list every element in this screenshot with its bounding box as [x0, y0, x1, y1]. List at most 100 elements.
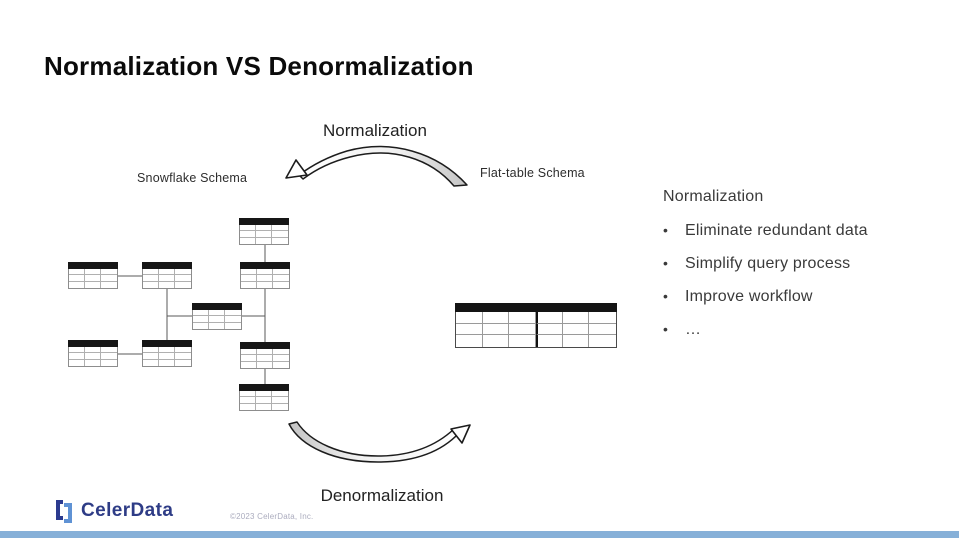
table-cell	[509, 312, 536, 324]
benefit-item: •Improve workflow	[663, 288, 943, 306]
table-header-bar	[455, 303, 617, 312]
table-cell	[101, 269, 117, 276]
table-cell	[69, 347, 85, 354]
table-cell	[143, 347, 159, 354]
table-cell	[159, 353, 175, 360]
table-cell	[256, 391, 272, 398]
table-cell	[159, 281, 175, 288]
bullet-glyph: •	[663, 288, 669, 304]
table-cell	[272, 238, 288, 244]
table-body	[239, 391, 289, 411]
table-cell	[273, 355, 289, 362]
table-cell	[143, 269, 159, 276]
schema-table	[142, 340, 192, 367]
table-cell	[85, 275, 101, 282]
schema-table	[68, 262, 118, 289]
table-cell	[482, 323, 510, 336]
table-body	[142, 347, 192, 367]
table-cell	[101, 347, 117, 354]
accent-bottom-bar	[0, 531, 959, 538]
table-cell	[272, 225, 288, 232]
bullet-glyph: •	[663, 222, 669, 238]
table-header-bar	[142, 262, 192, 269]
table-cell	[159, 269, 175, 276]
benefit-item-label: Eliminate redundant data	[685, 222, 868, 239]
schema-table	[239, 218, 289, 245]
table-cell	[69, 281, 85, 288]
flat-table-schema-label: Flat-table Schema	[480, 166, 585, 180]
benefit-item: •…	[663, 321, 943, 339]
table-cell	[256, 397, 272, 404]
table-header-bar	[240, 342, 290, 349]
table-cell	[241, 349, 257, 356]
table-header-bar	[239, 384, 289, 391]
table-cell	[175, 282, 191, 288]
table-cell	[272, 231, 288, 238]
table-cell	[175, 347, 191, 354]
table-body	[192, 310, 242, 330]
table-cell	[175, 360, 191, 366]
table-cell	[101, 360, 117, 366]
table-cell	[256, 403, 272, 410]
table-header-bar	[239, 218, 289, 225]
table-cell	[225, 316, 241, 323]
celerdata-logo-text: CelerData	[81, 499, 174, 521]
table-cell	[483, 335, 510, 347]
table-body	[68, 347, 118, 367]
table-cell	[159, 275, 175, 282]
table-cell	[69, 359, 85, 366]
table-cell	[143, 359, 159, 366]
schema-table	[239, 384, 289, 411]
table-cell	[535, 312, 563, 324]
table-cell	[562, 312, 590, 324]
table-cell	[257, 355, 273, 362]
table-cell	[175, 275, 191, 282]
table-body	[240, 349, 290, 369]
table-cell	[101, 353, 117, 360]
table-cell	[589, 324, 616, 336]
table-cell	[85, 347, 101, 354]
table-cell	[456, 323, 483, 336]
table-cell	[69, 275, 85, 282]
benefit-item-label: …	[685, 321, 702, 338]
bullet-glyph: •	[663, 321, 669, 337]
table-cell	[589, 335, 616, 347]
table-cell	[85, 281, 101, 288]
table-header-bar	[68, 340, 118, 347]
table-cell	[273, 282, 289, 288]
table-header-bar	[192, 303, 242, 310]
table-cell	[159, 359, 175, 366]
table-cell	[225, 310, 241, 317]
table-header-bar	[142, 340, 192, 347]
page-title: Normalization VS Denormalization	[44, 51, 474, 81]
table-cell	[535, 323, 563, 336]
table-cell	[85, 269, 101, 276]
table-cell	[241, 355, 257, 362]
table-cell	[240, 231, 256, 238]
table-cell	[273, 269, 289, 276]
celerdata-logo-icon	[56, 500, 72, 523]
table-cell	[273, 362, 289, 368]
table-cell	[256, 237, 272, 244]
table-cell	[175, 269, 191, 276]
table-cell	[272, 404, 288, 410]
table-cell	[272, 397, 288, 404]
table-cell	[257, 275, 273, 282]
denormalization-arrow-icon	[288, 421, 471, 463]
table-body	[68, 269, 118, 289]
table-header-bar	[240, 262, 290, 269]
table-cell	[241, 281, 257, 288]
table-cell	[241, 269, 257, 276]
schema-table	[192, 303, 242, 330]
table-body	[239, 225, 289, 245]
table-cell	[257, 281, 273, 288]
table-cell	[209, 310, 225, 317]
table-body	[455, 312, 617, 348]
schema-table	[240, 342, 290, 369]
table-cell	[85, 359, 101, 366]
benefit-item: • Eliminate redundant data	[663, 222, 943, 240]
schema-table	[68, 340, 118, 367]
table-body	[240, 269, 290, 289]
table-cell	[509, 335, 536, 347]
table-cell	[159, 347, 175, 354]
